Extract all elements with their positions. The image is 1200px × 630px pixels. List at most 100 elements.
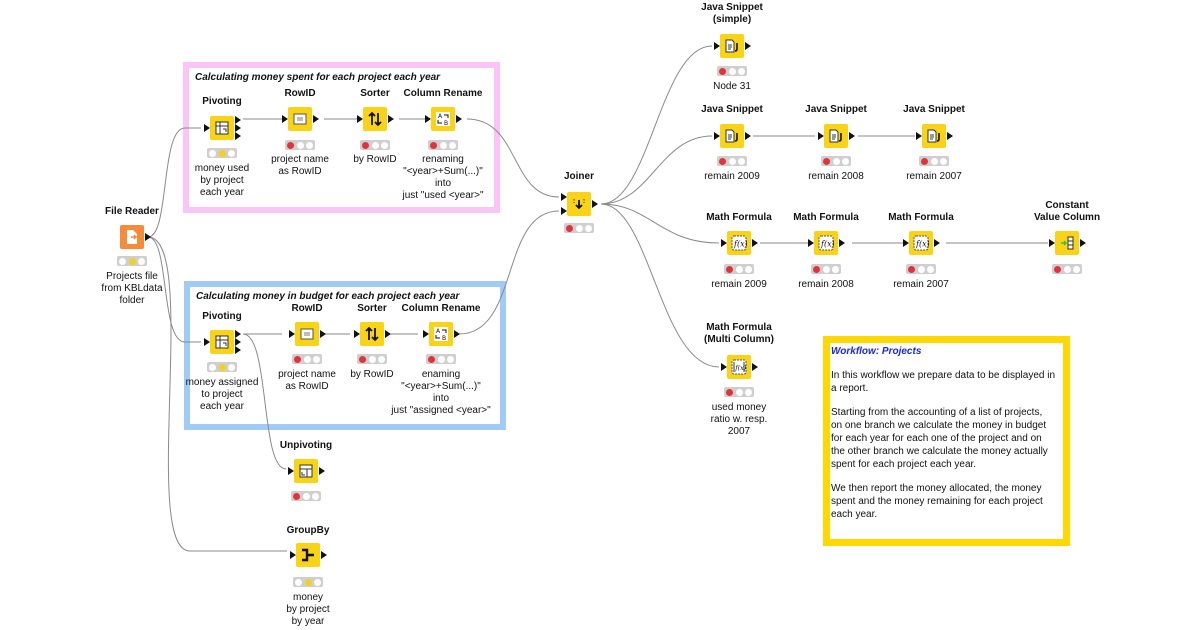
- annotation-workflow-description[interactable]: [823, 336, 1070, 546]
- input-port[interactable]: [561, 207, 567, 215]
- node-title: Math Formula: [793, 212, 859, 223]
- output-port[interactable]: [235, 346, 241, 354]
- node-title: Math Formula (Multi Column): [704, 322, 774, 345]
- groupby-icon[interactable]: [296, 543, 320, 567]
- output-port[interactable]: [454, 330, 460, 338]
- input-port[interactable]: [721, 239, 727, 247]
- java-icon[interactable]: [922, 124, 946, 148]
- output-port[interactable]: [235, 124, 241, 132]
- input-port[interactable]: [561, 193, 567, 201]
- annotation-title: Calculating money in budget for each pro…: [196, 291, 460, 302]
- annotation-title: Calculating money spent for each project…: [195, 72, 441, 83]
- node-label: remain 2007: [906, 171, 962, 182]
- input-port[interactable]: [916, 132, 922, 140]
- output-port[interactable]: [145, 233, 151, 241]
- joiner-icon[interactable]: [567, 192, 591, 216]
- input-port[interactable]: [289, 330, 295, 338]
- output-port[interactable]: [319, 467, 325, 475]
- node-title: Java Snippet: [903, 104, 965, 115]
- status-traffic-light: [724, 387, 754, 397]
- node-label: remain 2007: [893, 279, 949, 290]
- node-title: Sorter: [360, 88, 390, 99]
- math-multi-icon[interactable]: f(x): [727, 355, 751, 379]
- svg-text:f(x): f(x): [820, 240, 834, 249]
- java-icon[interactable]: [824, 124, 848, 148]
- node-label: project name as RowID: [271, 154, 329, 177]
- input-port[interactable]: [354, 330, 360, 338]
- math-icon[interactable]: f(x): [909, 231, 933, 255]
- rowid-icon[interactable]: [288, 107, 312, 131]
- input-port[interactable]: [1049, 239, 1055, 247]
- output-port[interactable]: [235, 338, 241, 346]
- output-port[interactable]: [839, 239, 845, 247]
- input-port[interactable]: [204, 338, 210, 346]
- node-title: Math Formula: [706, 212, 772, 223]
- input-port[interactable]: [290, 551, 296, 559]
- node-title: Unpivoting: [279, 440, 333, 451]
- node-label: remain 2008: [798, 279, 854, 290]
- pivot-icon[interactable]: [210, 116, 234, 140]
- output-port[interactable]: [388, 115, 394, 123]
- pivot-icon[interactable]: [210, 330, 234, 354]
- output-port[interactable]: [934, 239, 940, 247]
- input-port[interactable]: [204, 124, 210, 132]
- output-port[interactable]: [235, 116, 241, 124]
- constant-column-icon[interactable]: [1055, 231, 1079, 255]
- status-traffic-light: [360, 140, 390, 150]
- output-port[interactable]: [947, 132, 953, 140]
- input-port[interactable]: [425, 115, 431, 123]
- output-port[interactable]: [320, 330, 326, 338]
- input-port[interactable]: [282, 115, 288, 123]
- node-title: Java Snippet: [805, 104, 867, 115]
- output-port[interactable]: [745, 42, 751, 50]
- input-port[interactable]: [721, 363, 727, 371]
- math-icon[interactable]: f(x): [727, 231, 751, 255]
- output-port[interactable]: [456, 115, 462, 123]
- java-icon[interactable]: [720, 124, 744, 148]
- unpivot-icon[interactable]: [294, 459, 318, 483]
- input-port[interactable]: [808, 239, 814, 247]
- node-title: Pivoting: [202, 311, 242, 322]
- input-port[interactable]: [903, 239, 909, 247]
- input-port[interactable]: [288, 467, 294, 475]
- sort-icon[interactable]: [363, 107, 387, 131]
- input-port[interactable]: [357, 115, 363, 123]
- status-traffic-light: [724, 264, 754, 274]
- output-port[interactable]: [235, 330, 241, 338]
- java-icon[interactable]: [720, 34, 744, 58]
- output-port[interactable]: [752, 239, 758, 247]
- input-port[interactable]: [423, 330, 429, 338]
- output-port[interactable]: [1080, 239, 1086, 247]
- output-port[interactable]: [745, 132, 751, 140]
- status-traffic-light: [285, 140, 315, 150]
- node-title: Constant Value Column: [1033, 200, 1101, 223]
- input-port[interactable]: [818, 132, 824, 140]
- input-port[interactable]: [714, 132, 720, 140]
- node-label: project name as RowID: [278, 369, 336, 392]
- sort-icon[interactable]: [360, 322, 384, 346]
- output-port[interactable]: [849, 132, 855, 140]
- file-reader-icon[interactable]: [120, 225, 144, 249]
- input-port[interactable]: [714, 42, 720, 50]
- output-port[interactable]: [313, 115, 319, 123]
- math-icon[interactable]: f(x): [814, 231, 838, 255]
- status-traffic-light: [357, 354, 387, 364]
- svg-text:f(x): f(x): [733, 240, 747, 249]
- node-title: RowID: [284, 88, 316, 99]
- output-port[interactable]: [752, 363, 758, 371]
- rowid-icon[interactable]: [295, 322, 319, 346]
- node-label: money used by project each year: [194, 163, 250, 198]
- output-port[interactable]: [321, 551, 327, 559]
- status-traffic-light: [291, 491, 321, 501]
- description-paragraph: In this workflow we prepare data to be d…: [831, 370, 1056, 394]
- node-label: by RowID: [353, 154, 397, 165]
- output-port[interactable]: [592, 200, 598, 208]
- svg-text:B: B: [444, 120, 448, 127]
- output-port[interactable]: [235, 132, 241, 140]
- output-port[interactable]: [385, 330, 391, 338]
- node-title: Column Rename: [403, 88, 483, 99]
- status-traffic-light: [811, 264, 841, 274]
